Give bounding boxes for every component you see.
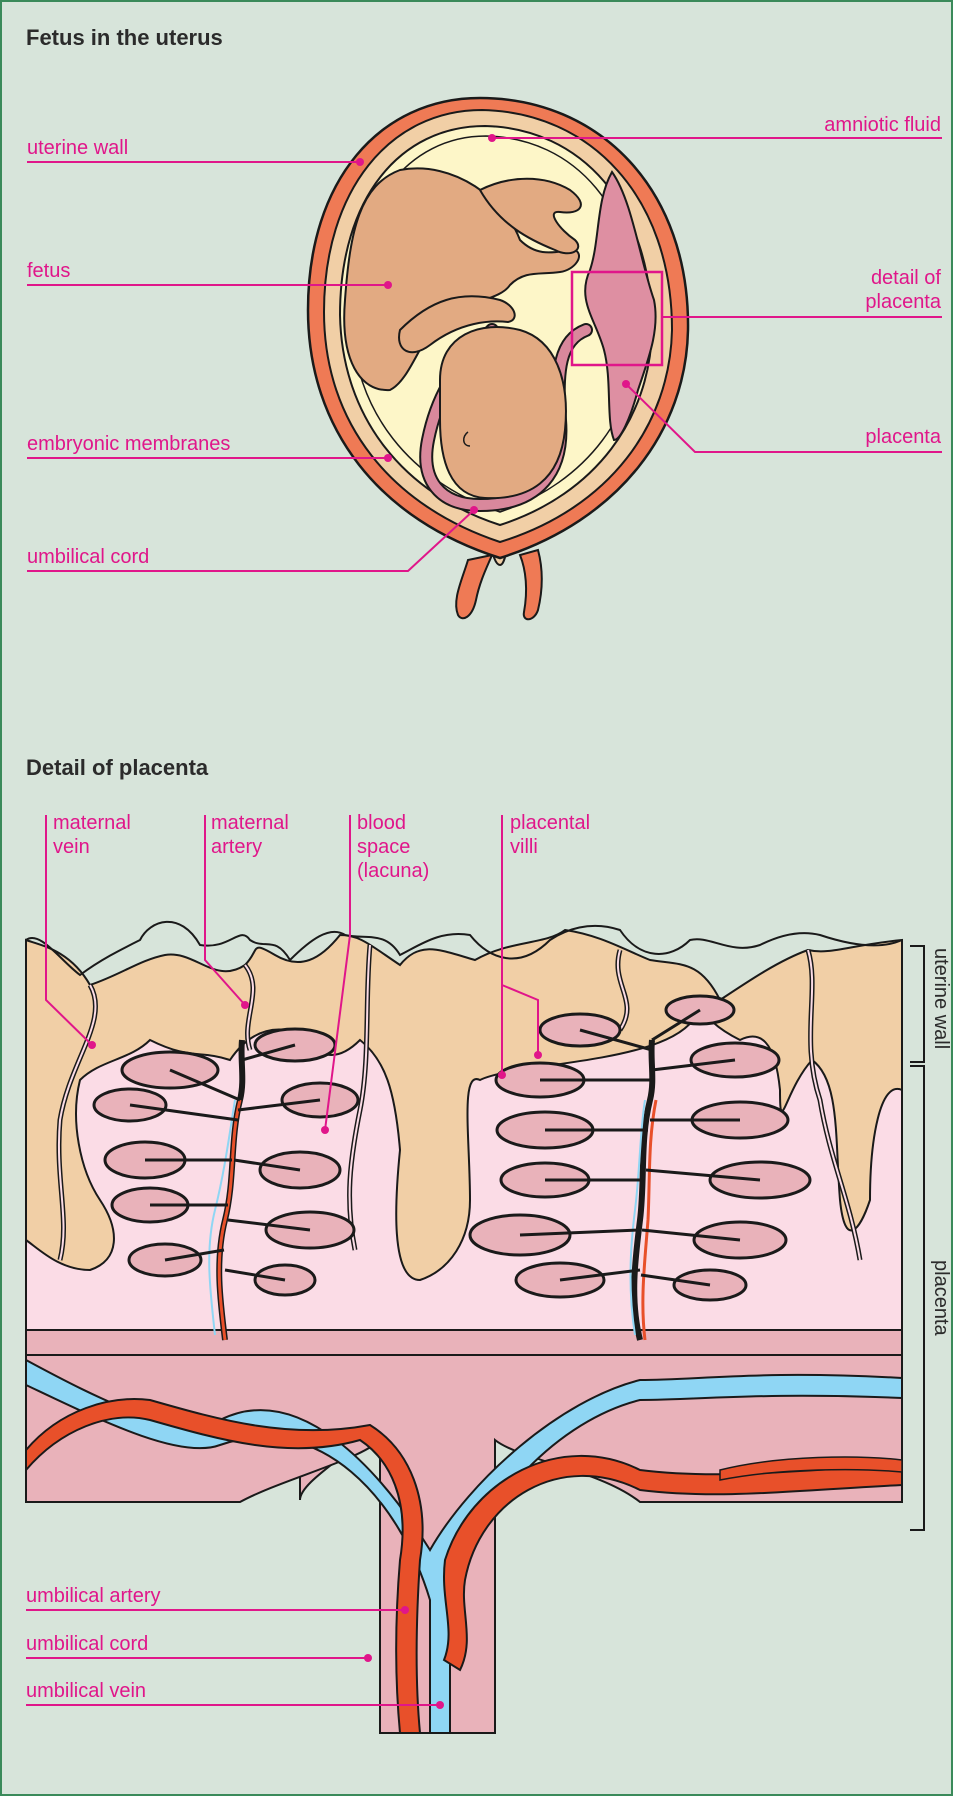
label-placental-villi-line2: villi [510, 836, 538, 858]
label-maternal-artery-line1: maternal [211, 812, 289, 834]
label-umbilical-vein: umbilical vein [26, 1679, 146, 1703]
label-placental-villi-line1: placental [510, 812, 590, 834]
label-blood-space-line3: (lacuna) [357, 860, 429, 882]
label-maternal-vein: maternal vein [53, 811, 131, 859]
side-brackets [910, 946, 924, 1530]
label-umbilical-artery: umbilical artery [26, 1584, 160, 1608]
label-umbilical-cord-lower: umbilical cord [26, 1632, 148, 1656]
label-blood-space-line1: blood [357, 812, 406, 834]
label-blood-space: blood space (lacuna) [357, 811, 429, 883]
label-maternal-vein-line1: maternal [53, 812, 131, 834]
label-maternal-vein-line2: vein [53, 836, 90, 858]
side-label-uterine-wall: uterine wall [929, 948, 952, 1049]
side-label-placenta: placenta [929, 1260, 952, 1336]
label-placental-villi: placental villi [510, 811, 590, 859]
label-blood-space-line2: space [357, 836, 410, 858]
label-maternal-artery-line2: artery [211, 836, 262, 858]
label-maternal-artery: maternal artery [211, 811, 289, 859]
